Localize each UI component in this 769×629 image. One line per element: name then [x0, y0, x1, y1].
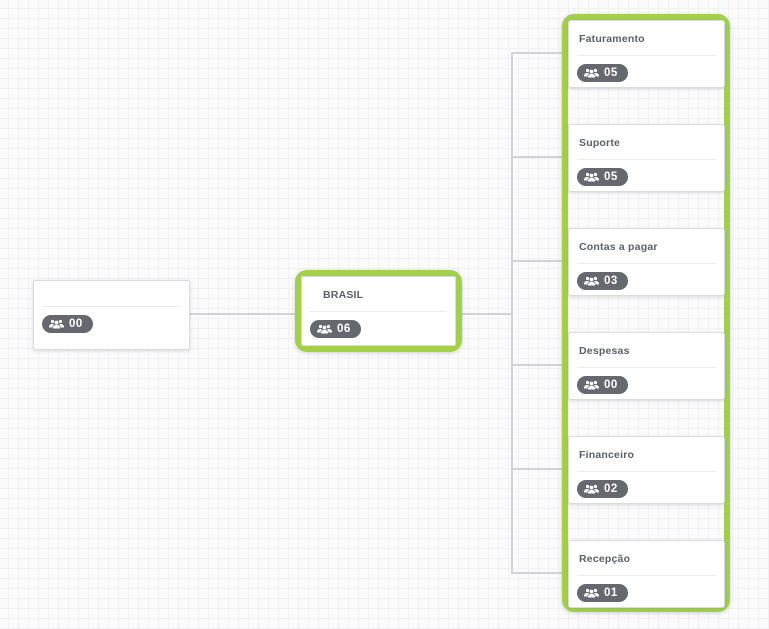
member-count-badge: 05 [577, 168, 628, 186]
member-count: 00 [69, 318, 83, 330]
node-financeiro[interactable]: Financeiro 02 [568, 436, 725, 504]
badge-row: 06 [302, 312, 455, 340]
children-group-highlight: Faturamento 05 Suporte 05 [562, 14, 730, 612]
node-despesas[interactable]: Despesas 00 [568, 332, 725, 400]
users-group-icon [584, 484, 599, 495]
badge-row: 03 [569, 264, 724, 292]
users-group-icon [584, 68, 599, 79]
node-divider [42, 306, 181, 307]
connector-parent-to-trunk [461, 313, 513, 315]
node-contas-a-pagar[interactable]: Contas a pagar 03 [568, 228, 725, 296]
connector-branch [511, 156, 562, 158]
member-count-badge: 02 [577, 480, 628, 498]
node-divider [577, 367, 716, 368]
users-group-icon [584, 172, 599, 183]
node-title: Faturamento [579, 33, 645, 45]
users-group-icon [584, 380, 599, 391]
connector-branch [511, 260, 562, 262]
badge-row: 01 [569, 576, 724, 604]
member-count-badge: 06 [310, 320, 361, 338]
connector-root-to-parent [190, 313, 296, 315]
member-count: 00 [604, 379, 618, 391]
member-count-badge: 03 [577, 272, 628, 290]
member-count-badge: 00 [577, 376, 628, 394]
node-root[interactable]: 00 [33, 280, 190, 350]
node-title: Financeiro [579, 449, 635, 461]
member-count: 05 [604, 171, 618, 183]
badge-row: 05 [569, 160, 724, 188]
node-divider [577, 263, 716, 264]
node-title [34, 281, 189, 296]
node-title: Contas a pagar [579, 241, 658, 253]
users-group-icon [49, 319, 64, 330]
badge-row: 02 [569, 472, 724, 500]
member-count: 06 [337, 323, 351, 335]
node-divider [310, 311, 447, 312]
node-brasil-highlight: BRASIL 06 [295, 270, 462, 352]
node-divider [577, 575, 716, 576]
node-divider [577, 159, 716, 160]
member-count-badge: 01 [577, 584, 628, 602]
connector-branch [511, 572, 562, 574]
node-divider [577, 471, 716, 472]
node-title: Recepção [579, 553, 631, 565]
member-count-badge: 00 [42, 315, 93, 333]
badge-row: 00 [569, 368, 724, 396]
connector-branch [511, 364, 562, 366]
node-title: Suporte [579, 137, 621, 149]
badge-row: 05 [569, 56, 724, 84]
connector-branch [511, 52, 562, 54]
node-suporte[interactable]: Suporte 05 [568, 124, 725, 192]
node-faturamento[interactable]: Faturamento 05 [568, 20, 725, 88]
users-group-icon [584, 276, 599, 287]
node-brasil[interactable]: BRASIL 06 [301, 276, 456, 346]
connector-trunk [511, 52, 513, 574]
connector-branch [511, 468, 562, 470]
users-group-icon [317, 324, 332, 335]
member-count: 01 [604, 587, 618, 599]
node-title: BRASIL [323, 289, 364, 301]
badge-row: 00 [34, 307, 189, 335]
member-count: 03 [604, 275, 618, 287]
users-group-icon [584, 588, 599, 599]
node-title: Despesas [579, 345, 630, 357]
member-count: 05 [604, 67, 618, 79]
member-count: 02 [604, 483, 618, 495]
node-divider [577, 55, 716, 56]
member-count-badge: 05 [577, 64, 628, 82]
node-recepcao[interactable]: Recepção 01 [568, 540, 725, 608]
